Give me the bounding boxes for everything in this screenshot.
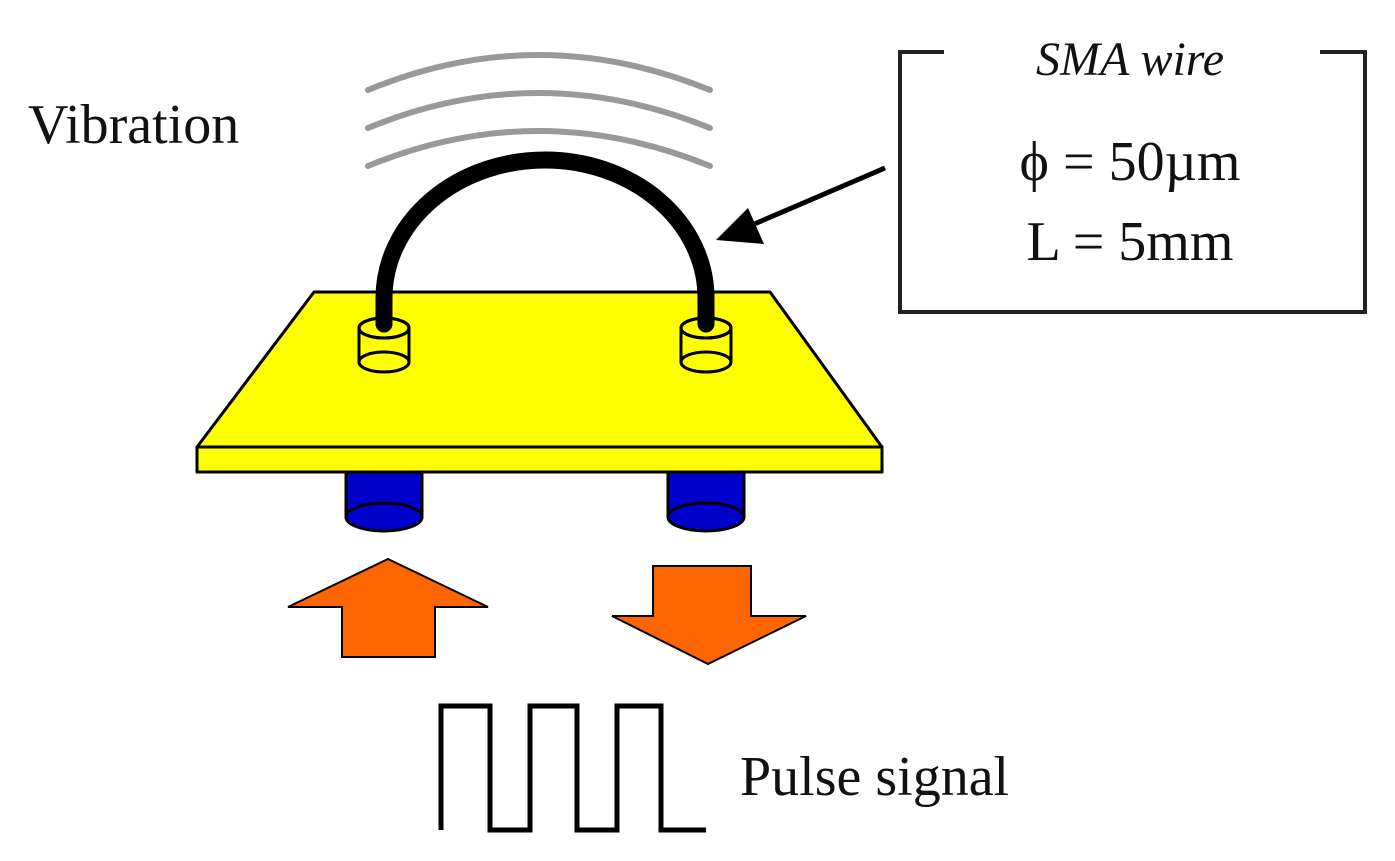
board-top [195,290,884,449]
blue-pin-right [666,460,746,533]
vibration-arc-1 [365,52,713,93]
pointer-arrow-line [751,165,886,228]
terminal-right-cap [679,316,733,340]
sma-wire [357,151,733,340]
pointer-arrow-head [716,208,764,244]
sma-wire-title: SMA wire [1036,33,1224,86]
sma-box-border [898,50,1367,314]
up-arrow [287,557,489,658]
sma-wire-arch [375,151,715,333]
pointer-arrow [716,165,886,244]
down-arrow [611,565,807,666]
sma-diameter-label: ϕ = 50µm [1020,131,1241,193]
orange-arrows [287,557,807,666]
pulse-waveform [438,703,706,833]
sma-length-label: L = 5mm [1027,211,1234,273]
vibration-arc-2 [365,90,713,131]
terminal-left-cap [357,316,411,340]
vibration-lines [365,52,713,169]
sma-info-box: SMA wire ϕ = 50µm L = 5mm [898,33,1367,314]
board-front [195,445,884,474]
vibration-label: Vibration [28,94,239,156]
yellow-board [195,290,884,474]
vibration-arc-3 [365,128,713,169]
pulse-signal-label: Pulse signal [740,746,1009,808]
